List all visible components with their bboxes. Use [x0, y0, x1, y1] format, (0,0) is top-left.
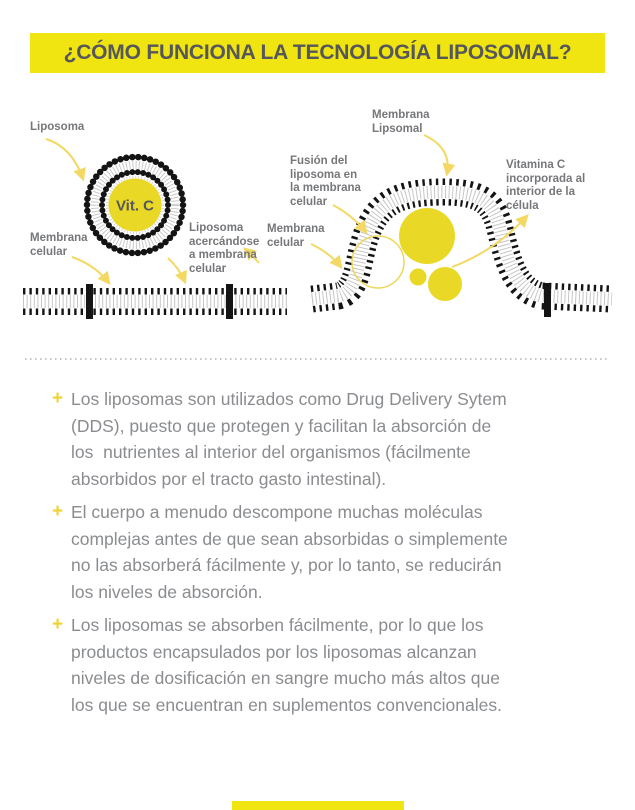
list-item: + Los liposomas se absorben fácilmente, … — [52, 612, 612, 718]
arrow-fusion — [332, 204, 368, 235]
arrow-liposoma — [45, 138, 86, 182]
label-liposoma-acercandose: Liposoma acercándose a membrana celular — [189, 222, 260, 275]
callout-arrows — [45, 134, 529, 286]
vitamin-c-payload-icon — [399, 208, 462, 301]
dotted-divider — [25, 358, 610, 360]
arrow-to-membrane-middle — [167, 257, 187, 285]
label-membrana-celular-right: Membrana celular — [267, 223, 325, 249]
bullet-text-1: Los liposomas son utilizados como Drug D… — [71, 389, 507, 489]
bullet-text-2: El cuerpo a menudo descompone muchas mol… — [71, 502, 508, 602]
arrow-membrana-celular-right — [310, 243, 343, 270]
label-membrana-lipsomal: Membrana Lipsomal — [372, 109, 430, 135]
label-liposoma: Liposoma — [30, 121, 85, 133]
vit-c-core-label: Vit. C — [116, 198, 154, 215]
plus-bullet-icon: + — [52, 388, 64, 409]
label-vitamina-c: Vitamina C incorporada al interior de la… — [506, 159, 586, 212]
cell-membrane-fused-graphic — [310, 178, 613, 317]
title-banner: ¿CÓMO FUNCIONA LA TECNOLOGÍA LIPOSOMAL? — [30, 33, 605, 73]
footer-accent-bar — [232, 801, 404, 810]
list-item: + Los liposomas son utilizados como Drug… — [52, 386, 612, 492]
label-membrana-celular-left: Membrana celular — [30, 232, 88, 258]
fusion-highlight-circle — [351, 235, 405, 289]
liposome-icon: Vit. C — [83, 153, 187, 257]
label-fusion: Fusión del liposoma en la membrana celul… — [290, 155, 361, 208]
plus-bullet-icon: + — [52, 614, 64, 635]
vitamin-c-core — [108, 178, 162, 232]
arrow-membrana-lipsomal — [423, 134, 456, 177]
arrow-vitamina-c — [451, 214, 529, 268]
membrane-protein-icon — [226, 284, 233, 319]
liposome-diagram: Vit. C — [23, 134, 613, 319]
arrow-membrana-celular-left — [71, 256, 111, 286]
membrane-protein-icon — [86, 284, 93, 319]
list-item: + El cuerpo a menudo descompone muchas m… — [52, 499, 612, 605]
membrane-protein-icon — [544, 283, 551, 317]
bullet-list: + Los liposomas son utilizados como Drug… — [52, 386, 612, 725]
cell-membrane-left-graphic — [23, 284, 287, 319]
plus-bullet-icon: + — [52, 501, 64, 522]
arrow-liposoma-acercandose — [243, 247, 260, 264]
page-title: ¿CÓMO FUNCIONA LA TECNOLOGÍA LIPOSOMAL? — [63, 41, 572, 64]
bullet-text-3: Los liposomas se absorben fácilmente, po… — [71, 615, 502, 715]
